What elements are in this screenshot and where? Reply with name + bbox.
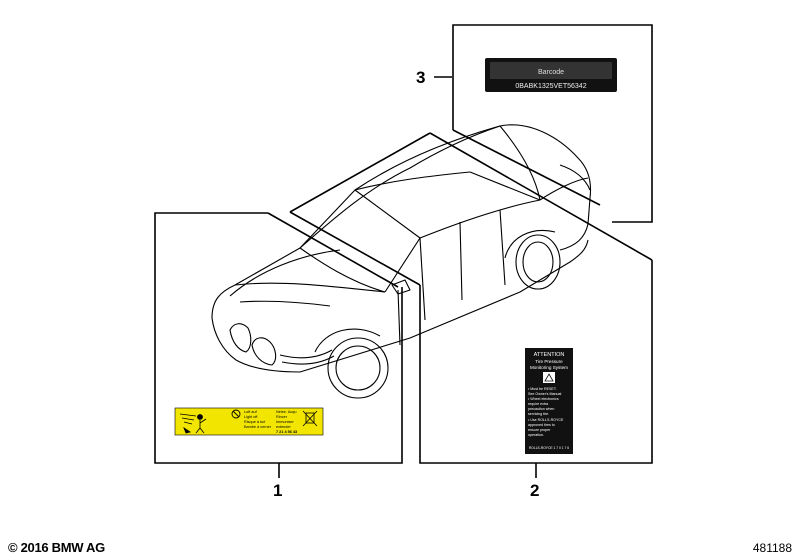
barcode-title: Barcode <box>538 69 564 76</box>
tpms-system-line1: Tire Pressure <box>535 359 563 364</box>
copyright: © 2016 BMW AG <box>8 540 105 555</box>
tpms-bullet: • Use ROLLS-ROYCE <box>528 418 564 422</box>
tpms-label: ATTENTION Tire Pressure Monitoring Syste… <box>525 348 573 454</box>
callout-1: 1 <box>273 463 282 500</box>
tpms-warning-icon <box>543 372 555 383</box>
callout-box-1 <box>154 212 403 464</box>
yellow-label-line: Risque à tué <box>244 420 265 424</box>
crossed-bin-icon <box>302 410 318 427</box>
parts-diagram: Barcode 0BABK1325VET56342 ATTENTION Tire… <box>154 24 653 500</box>
callout-number-1: 1 <box>273 481 282 500</box>
callout-3: 3 <box>416 68 452 87</box>
projection-lines <box>267 129 653 288</box>
tpms-heading: ATTENTION <box>534 352 565 358</box>
callout-box-3 <box>452 24 653 223</box>
tpms-system-line2: Monitoring System <box>530 365 568 370</box>
yellow-label-line: Immuniser <box>276 420 294 424</box>
yellow-label-line: Light off <box>244 415 258 419</box>
yellow-label-line: Loft auf <box>244 410 258 414</box>
tpms-bullet: See Owner's Manual <box>528 392 561 396</box>
yellow-label-line: Nelee. Acqu <box>276 410 296 414</box>
barcode-code: 0BABK1325VET56342 <box>515 83 586 90</box>
yellow-label-line: Bambe à cerner <box>244 425 272 429</box>
no-hand-icon <box>231 409 241 419</box>
tpms-bullet: • Wheel electronics <box>528 397 559 401</box>
tpms-bullet: precaution when <box>528 407 554 411</box>
diagram-number: 481188 <box>752 541 792 555</box>
tpms-bullet: ensure proper <box>528 428 551 432</box>
tpms-footer: ROLLS-ROYCE 1 7 0 1 7 6 <box>529 446 569 450</box>
yellow-warning-label: Loft auf Light off Risque à tué Bambe à … <box>174 407 324 436</box>
tpms-bullet: approved tires to <box>528 423 555 427</box>
yellow-label-line: Rincer <box>276 415 288 419</box>
callout-number-3: 3 <box>416 68 425 87</box>
tpms-bullet: servicing tire. <box>528 412 549 416</box>
tpms-bullet: • Must be RESET. <box>528 387 557 391</box>
car-outline <box>211 124 592 399</box>
callout-number-2: 2 <box>530 481 539 500</box>
callout-2: 2 <box>530 463 539 500</box>
tpms-bullets: • Must be RESET. See Owner's Manual • Wh… <box>528 387 564 437</box>
yellow-label-line: extender <box>276 425 292 429</box>
yellow-label-code: 7 21 4 56 43 <box>276 430 297 434</box>
warning-pictogram-icon <box>179 413 207 434</box>
barcode-label: Barcode 0BABK1325VET56342 <box>485 58 617 92</box>
tpms-bullet: require extra <box>528 402 548 406</box>
tpms-bullet: operation. <box>528 433 544 437</box>
